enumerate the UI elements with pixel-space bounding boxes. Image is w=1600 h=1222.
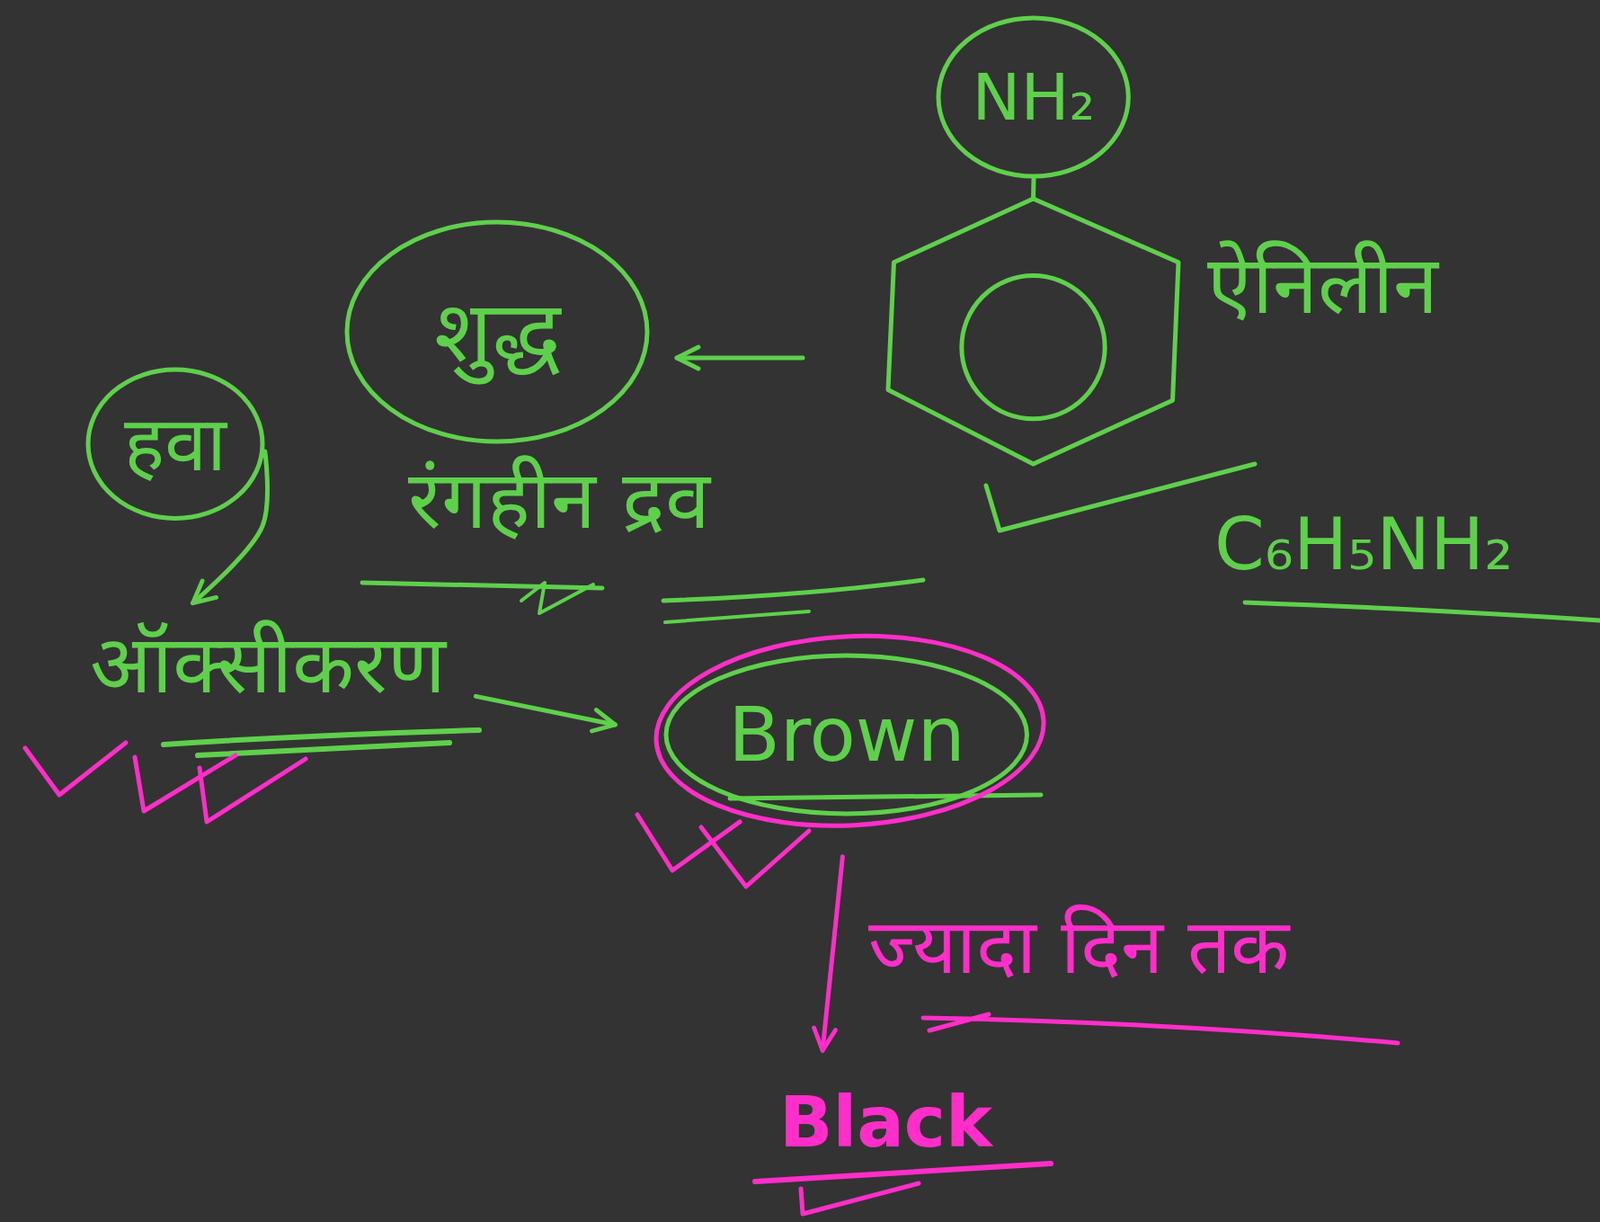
check-mark: [521, 582, 594, 614]
reaction-arrow: [822, 856, 843, 1050]
amine-group-circle: NH₂: [935, 15, 1131, 179]
check-mark: [25, 742, 126, 795]
check-mark: [134, 755, 236, 811]
underline: [362, 582, 603, 588]
node-text: NH₂: [972, 56, 1096, 138]
reaction-arrow: [475, 695, 615, 725]
node-text: हवा: [124, 396, 227, 492]
underline: [729, 794, 1041, 799]
air-circle: हवा: [85, 366, 266, 521]
benzene-ring-symbol: [888, 198, 1179, 464]
pure-state-circle: शुद्ध: [344, 219, 650, 445]
circle-outline: [938, 17, 1129, 177]
benzene-ring: ऐनिलीन: [888, 198, 1179, 464]
circle-outline: [88, 369, 263, 518]
hexagon-outline: [888, 198, 1179, 464]
underline: [800, 1182, 919, 1214]
check-mark: [637, 814, 740, 871]
underline: [665, 611, 809, 623]
oxidation-step: ऑक्सीकरण: [86, 612, 450, 718]
reaction-arrow: [676, 355, 803, 361]
node-text: ऑक्सीकरण: [89, 613, 446, 716]
node-text: Brown: [728, 687, 966, 783]
arrow-label: ज्यादा दिन तक: [868, 898, 1289, 995]
reaction-arrow: [1031, 178, 1037, 199]
highlight-ring: [651, 626, 1049, 836]
check-mark: [199, 758, 306, 822]
property-note: रंगहीन द्रव: [408, 449, 711, 552]
node-text: शुद्ध: [434, 278, 561, 386]
circle-outline: [346, 222, 648, 442]
brown-state-circle: Brown: [663, 652, 1030, 817]
underline: [163, 729, 480, 756]
circle-outline: [666, 655, 1027, 814]
underline: [1244, 602, 1600, 621]
underline: [663, 579, 924, 601]
underline: [923, 1013, 1398, 1043]
chemical-formula: C₆H₅NH₂: [1214, 499, 1513, 590]
aromatic-circle: [961, 275, 1105, 419]
node-text: ऐनिलीन: [1207, 234, 1439, 337]
check-mark: [701, 826, 809, 887]
node-text: Black: [779, 1078, 993, 1167]
black-state: Black: [775, 1076, 996, 1169]
underline: [755, 1163, 1051, 1182]
